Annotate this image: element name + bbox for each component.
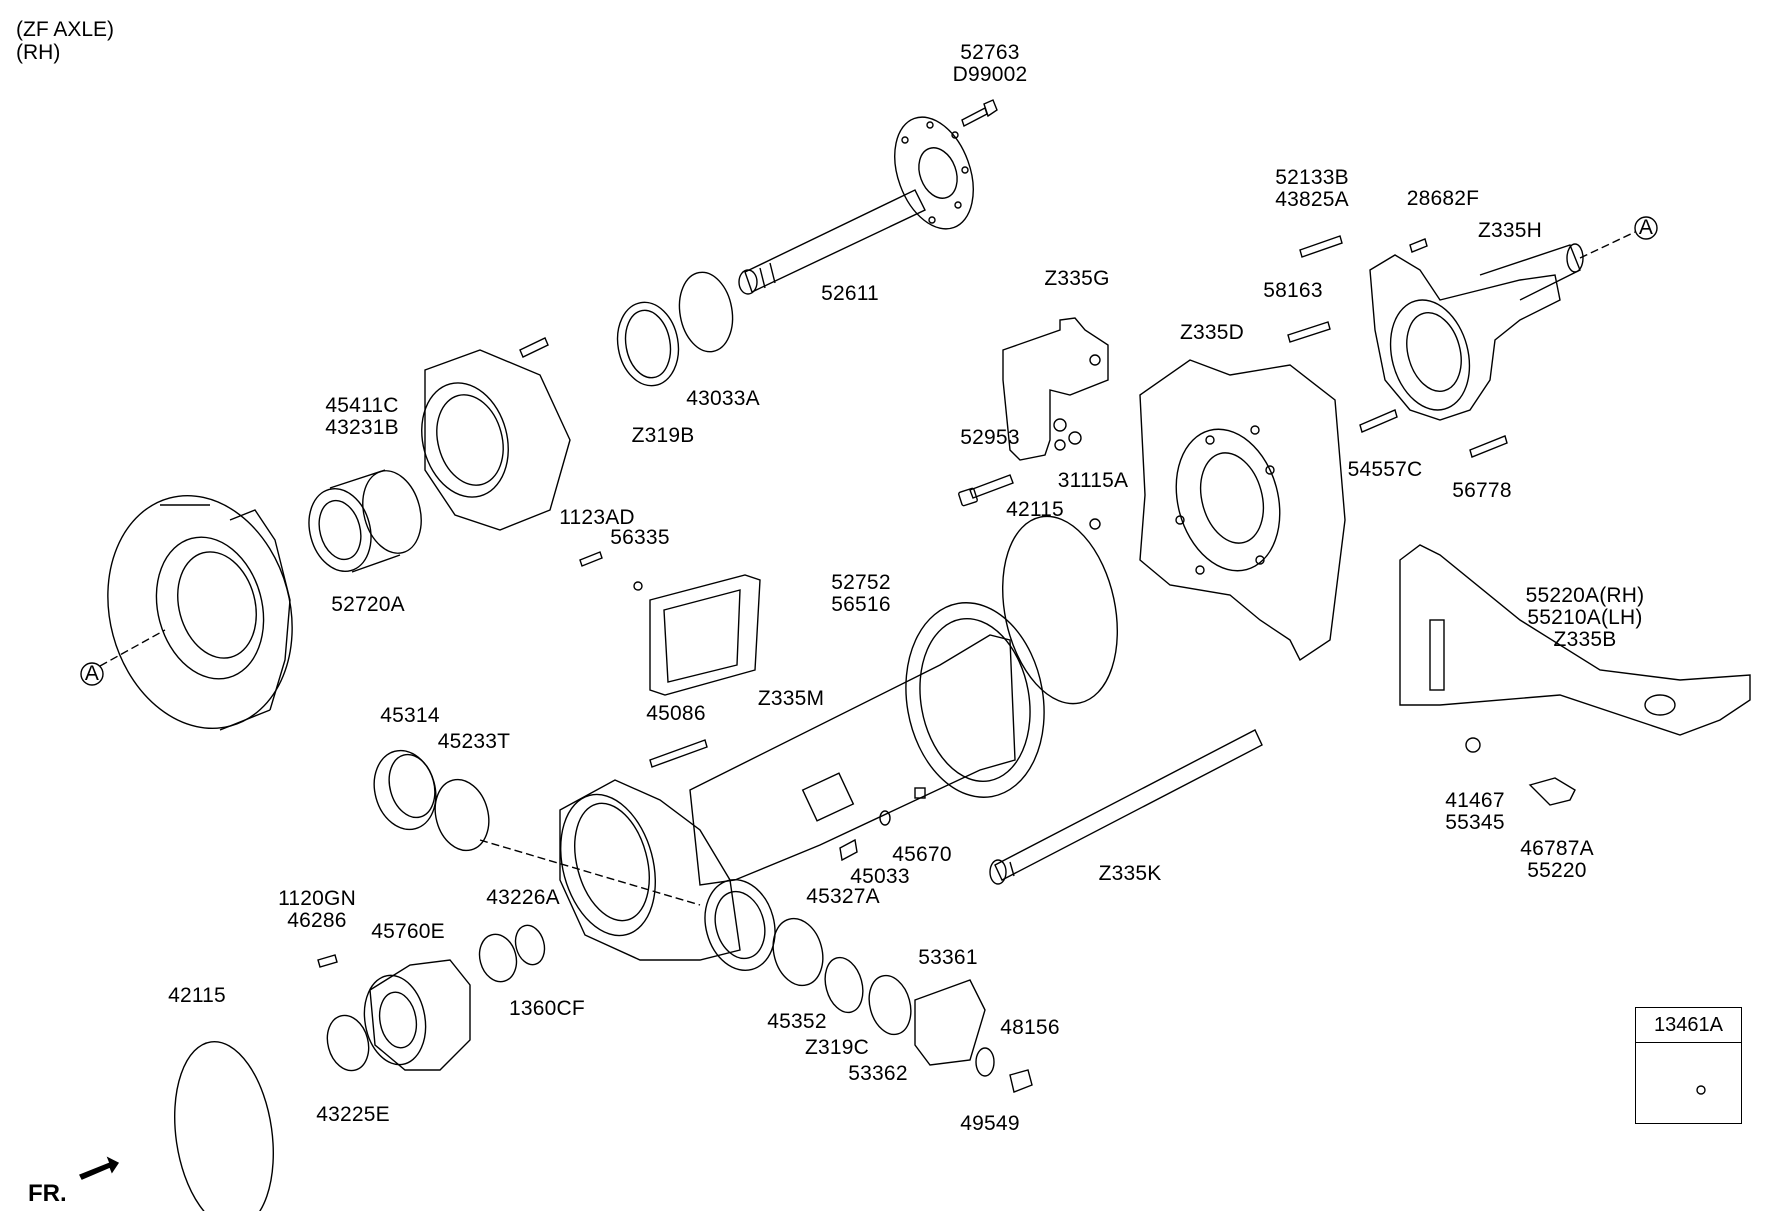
part-label-52611[interactable]: 52611 [821,282,879,305]
part-label-45033[interactable]: 45033 [850,865,910,888]
part-label-1123AD[interactable]: 1123AD [559,506,635,529]
part-label-42115-bottom[interactable]: 42115 [168,984,226,1007]
part-label-58163[interactable]: 58163 [1263,279,1323,302]
part-label-43033A[interactable]: 43033A [686,387,760,410]
part-label-54557C[interactable]: 54557C [1347,458,1423,481]
shaft-Z335K [989,729,1263,885]
part-label-1360CF[interactable]: 1360CF [509,997,585,1020]
oring-42115-top [1001,515,1119,705]
part-label-43226A[interactable]: 43226A [486,886,560,909]
legend-box-13461A[interactable]: 13461A [1635,1007,1742,1124]
part-label-52720A[interactable]: 52720A [331,593,405,616]
part-label-52953[interactable]: 52953 [960,426,1020,449]
part-label-Z319B[interactable]: Z319B [631,424,695,447]
ref-circle-right [1634,216,1658,240]
ring-Z319B [616,301,680,387]
hub-45411C [421,337,571,531]
part-label-53361[interactable]: 53361 [918,946,978,969]
axle-shaft-52611 [738,116,974,295]
carrier-Z335D [1139,359,1346,662]
oring-43033A [678,271,734,353]
part-label-31115A[interactable]: 31115A [1057,469,1129,492]
part-label-Z335K[interactable]: Z335K [1098,862,1162,885]
part-label-Z335H[interactable]: Z335H [1477,219,1543,242]
arm-Z335B [1399,544,1751,736]
part-label-53362[interactable]: 53362 [848,1062,908,1085]
legend-box-title: 13461A [1636,1008,1741,1043]
part-label-Z335M[interactable]: Z335M [757,687,825,710]
ref-marker-left: A [84,662,100,685]
part-label-42115-top[interactable]: 42115 [1006,498,1064,521]
part-label-45086[interactable]: 45086 [646,702,706,725]
part-label-56335[interactable]: 56335 [610,526,670,549]
part-label-48156[interactable]: 48156 [1000,1016,1060,1039]
part-label-45314[interactable]: 45314 [380,704,440,727]
header-line1: (ZF AXLE) [16,18,115,41]
ref-circle-left [80,662,104,686]
part-label-Z335D[interactable]: Z335D [1179,321,1245,344]
part-label-45760E[interactable]: 45760E [371,920,445,943]
bracket-Z335G [958,317,1109,530]
fr-arrow-icon [79,1156,120,1180]
direction-label: FR. [28,1180,67,1207]
header-line2: (RH) [16,41,61,64]
part-label-Z319C[interactable]: Z319C [804,1036,870,1059]
part-label-43225E[interactable]: 43225E [316,1103,390,1126]
bearing-52720A [308,469,422,573]
differential-45760E [363,959,471,1071]
diagram-header: (ZF AXLE) (RH) [16,18,114,64]
cover-plate [579,551,761,696]
brake-disc [99,494,293,731]
part-label-55220A[interactable]: 55220A(RH)55210A(LH)Z335B [1525,584,1645,651]
housing-Z335M [559,602,1045,971]
part-label-45327A[interactable]: 45327A [806,885,880,908]
knuckle-Z335H [1369,243,1584,421]
bolt-52763 [961,99,998,128]
part-label-45670[interactable]: 45670 [892,843,952,866]
part-label-28682F[interactable]: 28682F [1406,187,1480,210]
part-label-45233T[interactable]: 45233T [437,730,511,753]
ref-marker-right: A [1638,216,1654,239]
part-label-49549[interactable]: 49549 [960,1112,1020,1135]
part-label-56778[interactable]: 56778 [1452,479,1512,502]
part-label-Z335G[interactable]: Z335G [1044,267,1110,290]
part-label-45352[interactable]: 45352 [767,1010,827,1033]
